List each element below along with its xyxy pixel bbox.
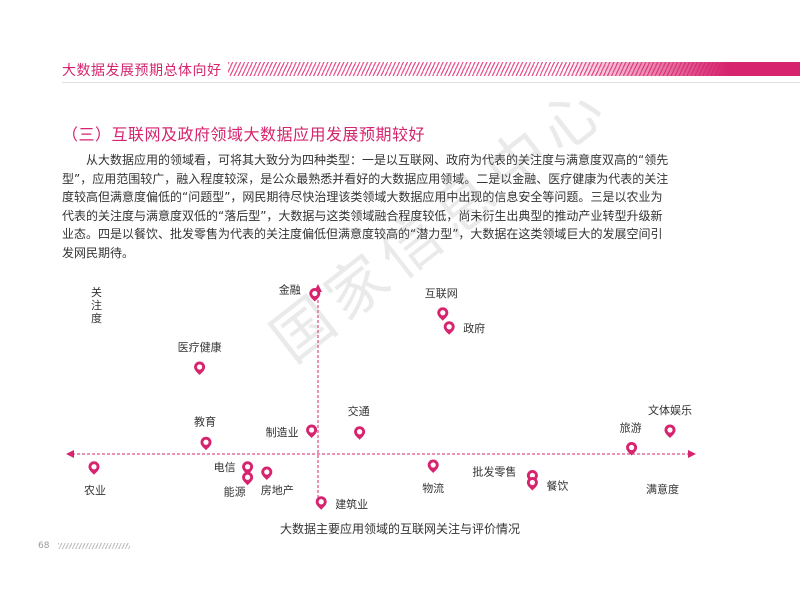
map-pin-hole bbox=[312, 290, 318, 297]
map-pin-hole bbox=[440, 310, 446, 316]
data-point: 政府 bbox=[443, 321, 485, 335]
header-title: 大数据发展预期总体向好 bbox=[62, 63, 222, 79]
data-point: 互联网 bbox=[425, 287, 458, 321]
point-label: 文体娱乐 bbox=[648, 403, 692, 417]
header-gradient-bar bbox=[560, 62, 800, 76]
point-label: 农业 bbox=[84, 483, 106, 497]
data-point: 医疗健康 bbox=[178, 340, 222, 375]
point-label: 教育 bbox=[194, 414, 216, 428]
chart-caption: 大数据主要应用领域的互联网关注与评价情况 bbox=[279, 522, 520, 536]
point-label: 旅游 bbox=[620, 421, 642, 435]
point-label: 政府 bbox=[463, 321, 485, 335]
point-label: 制造业 bbox=[266, 425, 299, 439]
map-pin-hole bbox=[245, 474, 251, 480]
point-label: 餐饮 bbox=[546, 479, 568, 493]
header-divider bbox=[62, 82, 800, 83]
page-number: 68 bbox=[38, 541, 50, 551]
body-paragraph: 从大数据应用的领域看，可将其大致分为四种类型：一是以互联网、政府为代表的关注度与… bbox=[62, 151, 672, 262]
point-label: 批发零售 bbox=[472, 465, 516, 479]
x-axis-label: 满意度 bbox=[646, 482, 679, 496]
point-label: 物流 bbox=[422, 481, 444, 495]
y-axis-label: 关注度 bbox=[91, 285, 102, 325]
point-label: 交通 bbox=[348, 404, 370, 418]
data-point: 金融 bbox=[279, 283, 321, 302]
section-title: （三）互联网及政府领域大数据应用发展预期较好 bbox=[62, 125, 426, 144]
x-axis-left-arrow bbox=[66, 450, 74, 458]
point-label: 金融 bbox=[279, 283, 301, 297]
data-point: 能源 bbox=[224, 471, 254, 498]
map-pin-hole bbox=[529, 479, 536, 486]
map-pin-hole bbox=[357, 429, 363, 435]
map-pin-hole bbox=[203, 439, 209, 445]
map-pin-hole bbox=[629, 444, 635, 451]
point-label: 电信 bbox=[214, 461, 236, 474]
map-pin-hole bbox=[197, 364, 203, 370]
map-pin-hole bbox=[309, 427, 315, 433]
map-pin-hole bbox=[245, 464, 251, 470]
map-pin-hole bbox=[430, 462, 436, 468]
x-axis-right-arrow bbox=[688, 450, 696, 458]
data-point: 农业 bbox=[84, 461, 106, 497]
map-pin-hole bbox=[446, 324, 452, 330]
map-pin-hole bbox=[318, 499, 324, 505]
data-point: 建筑业 bbox=[315, 496, 368, 511]
data-point: 房地产 bbox=[261, 466, 294, 497]
footer-stripes bbox=[58, 543, 130, 549]
data-point: 电信 bbox=[214, 461, 254, 475]
data-point: 交通 bbox=[348, 404, 370, 440]
map-pin-hole bbox=[667, 427, 673, 433]
data-point: 教育 bbox=[194, 414, 216, 451]
data-point: 物流 bbox=[422, 459, 444, 495]
map-pin-hole bbox=[264, 469, 270, 475]
data-point: 文体娱乐 bbox=[648, 403, 692, 438]
point-label: 医疗健康 bbox=[178, 340, 222, 354]
point-label: 房地产 bbox=[261, 483, 294, 497]
body-paragraph-text: 从大数据应用的领域看，可将其大致分为四种类型：一是以互联网、政府为代表的关注度与… bbox=[62, 153, 669, 260]
point-label: 建筑业 bbox=[335, 497, 368, 511]
point-label: 互联网 bbox=[425, 287, 458, 300]
data-point: 餐饮 bbox=[526, 477, 568, 493]
map-pin-hole bbox=[529, 472, 536, 479]
data-point: 制造业 bbox=[266, 424, 318, 439]
point-label: 能源 bbox=[224, 484, 246, 498]
data-point: 旅游 bbox=[620, 421, 642, 456]
map-pin-hole bbox=[91, 464, 97, 470]
